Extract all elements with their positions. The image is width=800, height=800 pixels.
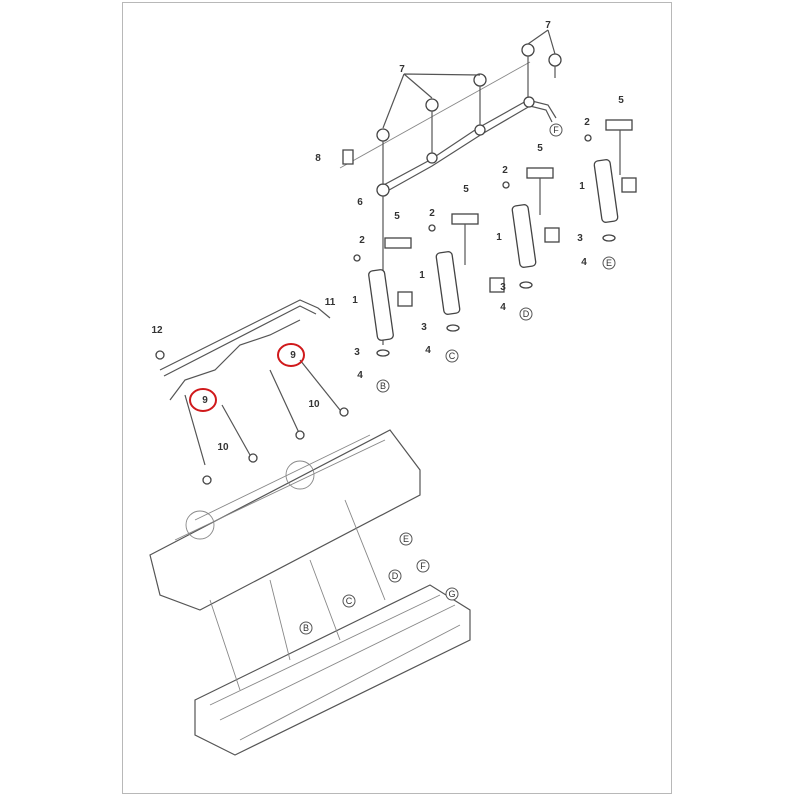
ref-C: C: [449, 351, 456, 361]
callout-1: 1: [496, 232, 502, 243]
diagram-frame: [122, 2, 672, 794]
reference-letters: B C D E F B C D E F G: [299, 123, 616, 635]
callout-3: 3: [421, 322, 427, 333]
glow-plug-harness: [155, 299, 349, 485]
ref-E: E: [606, 258, 612, 268]
callout-3: 3: [577, 233, 583, 244]
highlight-circle: [277, 343, 305, 367]
callout-2: 2: [584, 117, 590, 128]
ref-G: G: [448, 589, 455, 599]
banjo-bolts: [376, 29, 562, 185]
callout-5: 5: [394, 211, 400, 222]
callout-2: 2: [359, 235, 365, 246]
callout-4: 4: [500, 302, 506, 313]
ref-C: C: [346, 596, 353, 606]
ref-D: D: [392, 571, 399, 581]
callout-1: 1: [352, 295, 358, 306]
highlight-circle: [189, 388, 217, 412]
injector-4: [593, 119, 637, 223]
nut-12: [155, 350, 165, 360]
cylinder-head: [194, 499, 471, 756]
injector-1: [368, 196, 413, 345]
callout-4: 4: [425, 345, 431, 356]
ref-B: B: [380, 381, 386, 391]
injector-2: [435, 213, 505, 315]
callout-10: 10: [217, 442, 229, 453]
seals: [353, 134, 616, 357]
callout-4: 4: [581, 257, 587, 268]
callout-9: 9: [290, 350, 296, 361]
callout-1: 1: [419, 270, 425, 281]
callout-12: 12: [151, 325, 163, 336]
callout-11: 11: [325, 297, 336, 308]
callout-3: 3: [500, 282, 506, 293]
callout-3: 3: [354, 347, 360, 358]
injector-3: [511, 167, 560, 268]
clamp-8: [342, 149, 354, 165]
callout-9: 9: [202, 395, 208, 406]
valve-cover: [149, 429, 421, 611]
ref-B: B: [303, 623, 309, 633]
callout-7: 7: [399, 64, 405, 75]
callout-7: 7: [545, 20, 551, 31]
callout-5: 5: [537, 143, 543, 154]
callout-2: 2: [429, 208, 435, 219]
callout-2: 2: [502, 165, 508, 176]
callout-4: 4: [357, 370, 363, 381]
callout-labels: 7 7 5 5 5 5 2 2 2 2 1 1 1 1 3 3 3 3 4 4 …: [151, 20, 624, 453]
callout-10: 10: [308, 399, 320, 410]
callout-5: 5: [463, 184, 469, 195]
ref-F: F: [420, 561, 426, 571]
ref-D: D: [523, 309, 530, 319]
callout-1: 1: [579, 181, 585, 192]
pipe-fitting: [376, 183, 390, 197]
ref-E: E: [403, 534, 409, 544]
callout-8: 8: [315, 153, 321, 164]
fuel-pipe-assembly: [339, 61, 557, 197]
callout-5: 5: [618, 95, 624, 106]
ref-F: F: [553, 125, 559, 135]
callout-6: 6: [357, 197, 363, 208]
